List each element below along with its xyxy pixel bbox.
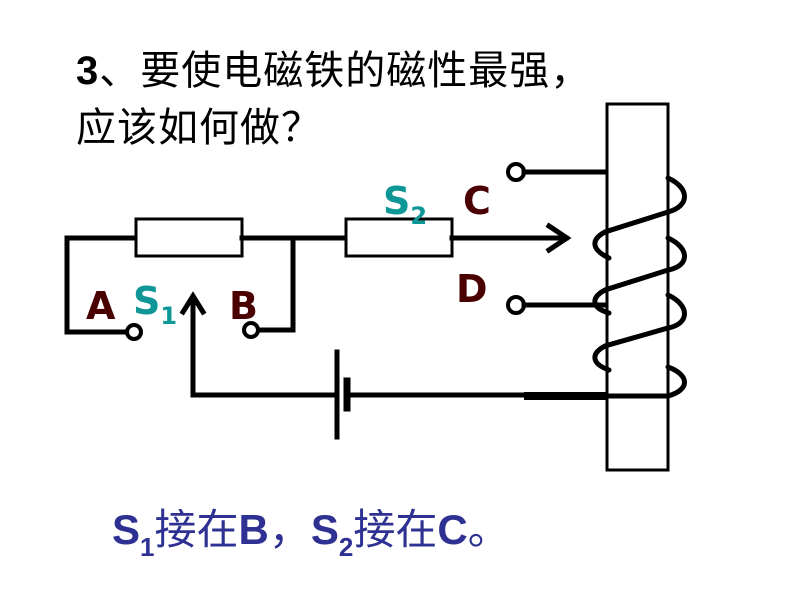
label-s2: S2 bbox=[383, 182, 427, 228]
answer-part2: 接在 bbox=[353, 506, 438, 553]
label-s2-main: S bbox=[383, 179, 411, 223]
answer-b: B bbox=[238, 506, 269, 553]
coil-winding bbox=[592, 175, 687, 399]
question-line-1: 3、要使电磁铁的磁性最强， bbox=[76, 38, 591, 96]
answer-s2: S bbox=[310, 506, 339, 553]
label-s1-sub: 1 bbox=[160, 302, 178, 330]
answer-end: 。 bbox=[467, 506, 510, 553]
answer-s2-sub: 2 bbox=[338, 532, 354, 562]
s1-arrowhead bbox=[179, 291, 207, 316]
question-number: 3 bbox=[76, 49, 100, 93]
label-b: B bbox=[229, 284, 258, 328]
label-s1: S1 bbox=[133, 282, 177, 328]
question-text-1: 、要使电磁铁的磁性最强， bbox=[99, 49, 592, 93]
terminal-a bbox=[125, 323, 143, 341]
label-a: A bbox=[86, 284, 116, 328]
answer-text: S1接在B，S2接在C。 bbox=[112, 496, 510, 563]
wire-b-branch bbox=[255, 235, 296, 333]
terminal-b bbox=[242, 321, 260, 339]
answer-part1: 接在 bbox=[154, 506, 239, 553]
label-s2-sub: 2 bbox=[410, 202, 428, 230]
label-s1-main: S bbox=[133, 279, 161, 323]
resistor-1 bbox=[134, 217, 244, 258]
resistor-2 bbox=[344, 217, 454, 258]
label-c: C bbox=[463, 179, 491, 223]
answer-s1-sub: 1 bbox=[140, 532, 155, 562]
answer-c: C bbox=[437, 506, 468, 553]
label-d: D bbox=[456, 267, 488, 311]
question-line-2: 应该如何做？ bbox=[76, 106, 322, 150]
wire-left-loop bbox=[64, 235, 138, 335]
s2-arrowhead bbox=[545, 222, 572, 254]
answer-s1: S bbox=[112, 506, 141, 553]
answer-sep: ， bbox=[268, 506, 311, 553]
